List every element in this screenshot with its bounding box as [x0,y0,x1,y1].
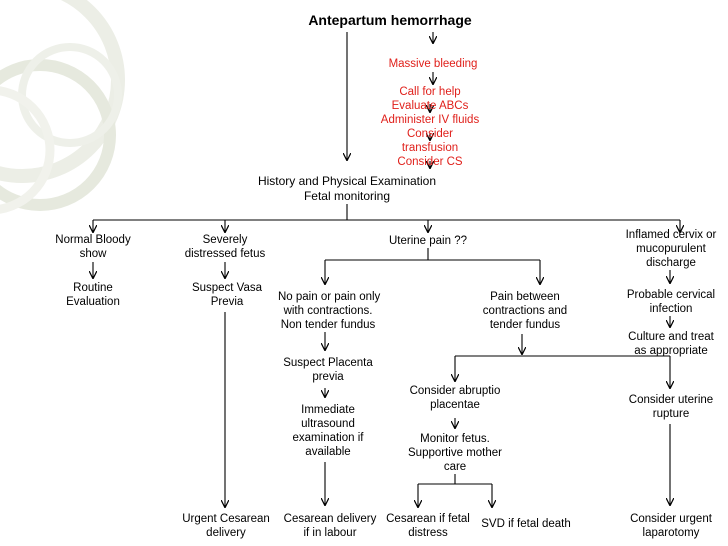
node-line: transfusion [401,142,459,154]
node-line: discharge [646,257,696,269]
node-monitor-fetus: Monitor fetus. Supportive mother care [405,432,505,474]
node-uterine-pain: Uterine pain ?? [389,235,467,247]
node-line: available [305,446,351,458]
node-line: examination if [292,432,364,444]
node-line: rupture [652,408,690,420]
node-line: distressed fetus [184,248,266,260]
node-line: with contractions. [283,305,373,317]
node-no-pain: No pain or pain only with contractions. … [278,290,381,332]
node-line: placentae [430,399,480,411]
node-line: Immediate [301,404,355,416]
node-cesarean-if-labour: Cesarean delivery if in labour [280,512,380,540]
node-line: tender fundus [489,319,561,331]
node-line: Non tender fundus [280,319,376,331]
node-inflamed-cervix: Inflamed cervix or mucopurulent discharg… [618,228,724,270]
node-line: infection [649,303,693,315]
node-line: distress [408,527,448,539]
node-massive-bleeding: Massive bleeding [388,58,478,70]
node-line: Evaluate ABCs [391,100,469,112]
node-line: No pain or pain only [278,291,381,303]
node-line: Cesarean delivery [283,513,377,525]
node-line: Suspect Placenta [283,357,373,369]
node-line: Monitor fetus. [420,433,490,445]
node-line: Inflamed cervix or [625,229,717,241]
node-line: care [443,461,467,473]
node-line: Administer IV fluids [380,114,480,126]
node-line: Evaluation [66,296,120,308]
node-line: previa [312,371,344,383]
node-line: Consider CS [397,156,463,168]
node-line: as appropriate [634,345,708,357]
node-line: Urgent Cesarean [182,513,270,525]
node-cesarean-if-distress: Cesarean if fetal distress [380,512,476,540]
node-line: laparotomy [642,527,700,539]
node-line: Routine [73,282,113,294]
node-line: Pain between [490,291,560,303]
node-line: delivery [206,527,246,539]
node-consider-laparotomy: Consider urgent laparotomy [618,512,724,540]
node-line: if in labour [303,527,357,539]
node-suspect-vasa-previa: Suspect Vasa Previa [172,281,282,309]
node-line: Consider urgent [630,513,712,525]
node-line: Cesarean if fetal [386,513,470,525]
node-urgent-cesarean: Urgent Cesarean delivery [176,512,276,540]
node-consider-uterine-rupture: Consider uterine rupture [618,393,724,421]
node-svd-if-fetal-death: SVD if fetal death [481,518,571,530]
node-line: Consider abruptio [409,385,501,397]
node-line: Probable cervical [626,289,716,301]
node-line: Fetal monitoring [303,189,391,203]
chart-title: Antepartum hemorrhage [308,12,472,28]
node-line: Severely [202,234,248,246]
node-suspect-placenta-previa: Suspect Placenta previa [278,356,378,384]
node-culture-treat: Culture and treat as appropriate [618,330,724,358]
node-line: Consider uterine [628,394,714,406]
node-line: Consider [406,128,454,140]
node-line: show [79,248,107,260]
node-line: Suspect Vasa [191,282,263,294]
node-severely-distressed-fetus: Severely distressed fetus [170,233,280,261]
node-line: Supportive mother [408,447,502,459]
node-immediate-ultrasound: Immediate ultrasound examination if avai… [280,403,376,459]
node-line: Call for help [399,86,461,98]
node-line: History and Physical Examination [257,174,437,188]
node-line: Culture and treat [628,331,714,343]
node-routine-evaluation: Routine Evaluation [45,281,141,309]
node-line: mucopurulent [636,243,706,255]
node-history-exam: History and Physical Examination Fetal m… [222,174,472,204]
node-pain-between-contractions: Pain between contractions and tender fun… [470,290,580,332]
node-emergency-actions: Call for help Evaluate ABCs Administer I… [370,85,490,169]
node-consider-abruptio: Consider abruptio placentae [405,384,505,412]
node-normal-bloody-show: Normal Bloody show [45,233,141,261]
node-line: Normal Bloody [55,234,131,246]
node-line: Previa [210,296,244,308]
node-line: contractions and [482,305,568,317]
node-probable-cervical-infection: Probable cervical infection [618,288,724,316]
node-line: ultrasound [301,418,355,430]
